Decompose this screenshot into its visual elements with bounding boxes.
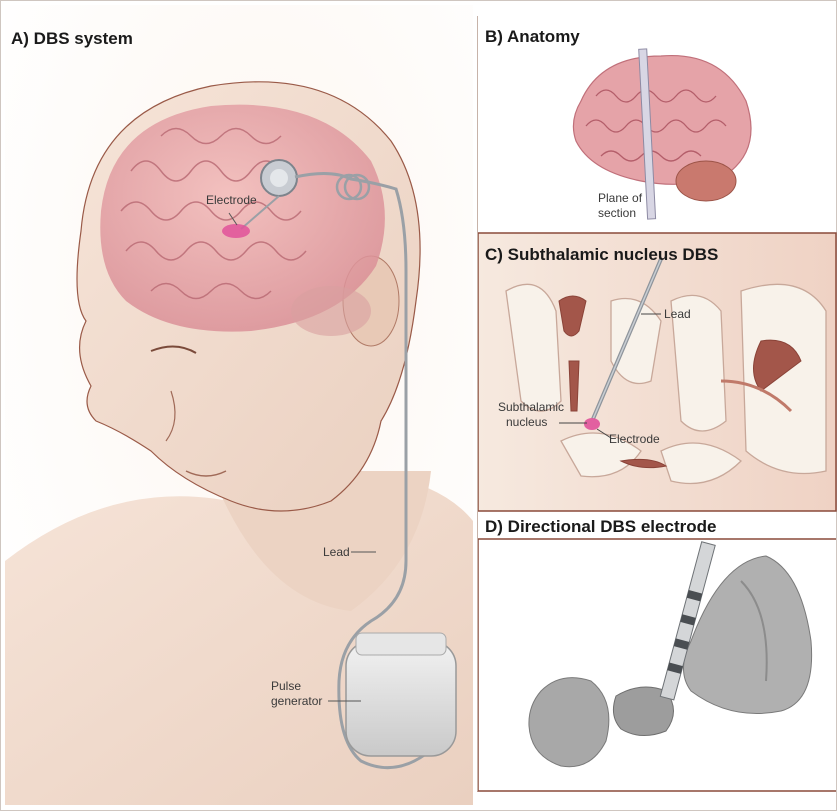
panel-d-title: D) Directional DBS electrode	[485, 517, 716, 537]
panel-divider	[477, 16, 478, 791]
